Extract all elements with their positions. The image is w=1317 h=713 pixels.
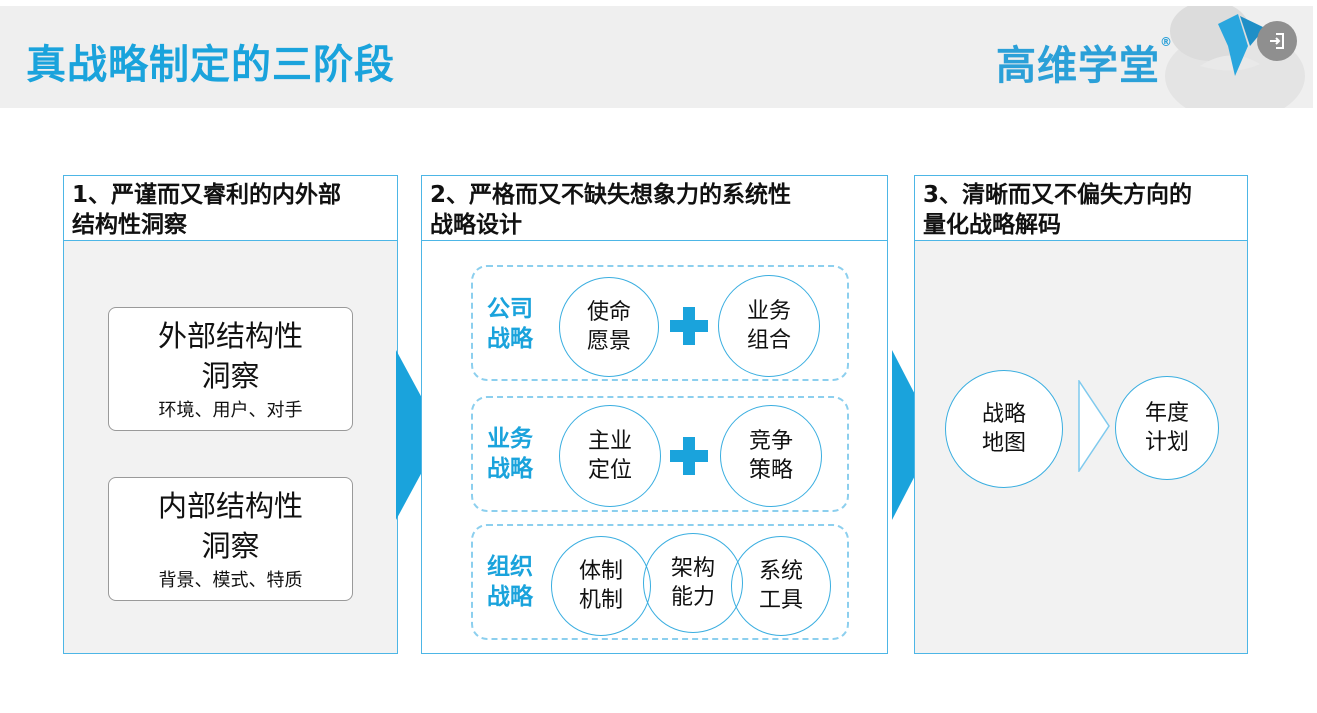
chevron-right-icon: [1078, 380, 1110, 472]
structure-line1: 架构: [670, 556, 715, 581]
business-strategy-label: 业务 战略: [487, 424, 533, 484]
system-tools-circle: 系统工具: [731, 536, 831, 636]
structure-line2: 能力: [670, 585, 715, 610]
stage2-heading-line1: 2、严格而又不缺失想象力的系统性: [430, 182, 792, 208]
stage1-heading-line1: 1、严谨而又睿利的内外部: [72, 182, 342, 208]
stage1-heading: 1、严谨而又睿利的内外部 结构性洞察: [63, 175, 398, 241]
organization-strategy-group: [471, 524, 849, 640]
system-mechanism-circle: 体制机制: [551, 536, 651, 636]
stage3-heading-line1: 3、清晰而又不偏失方向的: [923, 182, 1193, 208]
business-label-line1: 业务: [487, 426, 533, 452]
strategy-map-circle: 战略地图: [945, 370, 1063, 488]
internal-insight-detail: 背景、模式、特质: [158, 570, 303, 591]
annual-plan-circle: 年度计划: [1115, 376, 1219, 480]
business-label-line2: 战略: [487, 456, 533, 482]
internal-insight-line2: 洞察: [201, 529, 260, 563]
exit-fullscreen-button[interactable]: [1257, 21, 1297, 61]
competition-line1: 竞争: [748, 429, 793, 454]
competitive-strategy-circle: 竞争策略: [720, 405, 822, 507]
positioning-line1: 主业: [587, 429, 632, 454]
brand-logo-text: 高维学堂: [996, 43, 1160, 89]
vision-text: 愿景: [586, 329, 631, 354]
tools-line1: 系统: [758, 559, 803, 584]
external-insight-line2: 洞察: [201, 359, 260, 393]
corporate-strategy-group: [471, 265, 849, 381]
business-strategy-group: [471, 396, 849, 512]
stage2-heading: 2、严格而又不缺失想象力的系统性 战略设计: [421, 175, 888, 241]
stage3-heading-line2: 量化战略解码: [923, 212, 1061, 238]
mission-vision-circle: 使命愿景: [559, 277, 659, 377]
portfolio-line2: 组合: [746, 328, 791, 353]
business-portfolio-circle: 业务组合: [718, 275, 820, 377]
stage3-heading: 3、清晰而又不偏失方向的 量化战略解码: [914, 175, 1248, 241]
annual-plan-line1: 年度: [1144, 401, 1189, 426]
external-insight-detail: 环境、用户、对手: [158, 400, 303, 421]
system-line1: 体制: [578, 559, 623, 584]
plus-icon: [670, 307, 708, 345]
internal-insight-line1: 内部结构性: [157, 489, 303, 523]
corporate-label-line2: 战略: [487, 326, 533, 352]
core-positioning-circle: 主业定位: [559, 405, 661, 507]
annual-plan-line2: 计划: [1144, 430, 1189, 455]
mission-text: 使命: [586, 300, 631, 325]
positioning-line2: 定位: [587, 458, 632, 483]
stage2-heading-line2: 战略设计: [430, 212, 522, 238]
structure-capability-circle: 架构能力: [643, 533, 743, 633]
system-line2: 机制: [578, 588, 623, 613]
registered-mark: ®: [1160, 35, 1173, 49]
page-title: 真战略制定的三阶段: [26, 42, 395, 88]
exit-icon: [1270, 33, 1284, 49]
header-bar: [0, 6, 1313, 108]
organization-label-line1: 组织: [487, 554, 533, 580]
external-insight-card: 外部结构性 洞察 环境、用户、对手: [108, 307, 353, 431]
corporate-strategy-label: 公司 战略: [487, 294, 533, 354]
portfolio-line1: 业务: [746, 299, 791, 324]
plus-icon: [670, 437, 708, 475]
organization-label-line2: 战略: [487, 584, 533, 610]
brand-logo: 高维学堂®: [996, 33, 1173, 91]
organization-strategy-label: 组织 战略: [487, 552, 533, 612]
stage-arrow-1: [396, 350, 442, 520]
tools-line2: 工具: [758, 588, 803, 613]
stage1-heading-line2: 结构性洞察: [72, 212, 187, 238]
internal-insight-card: 内部结构性 洞察 背景、模式、特质: [108, 477, 353, 601]
strategy-map-line1: 战略: [981, 402, 1026, 427]
strategy-map-line2: 地图: [981, 431, 1026, 456]
external-insight-line1: 外部结构性: [157, 319, 303, 353]
competition-line2: 策略: [748, 458, 793, 483]
corporate-label-line1: 公司: [487, 296, 533, 322]
